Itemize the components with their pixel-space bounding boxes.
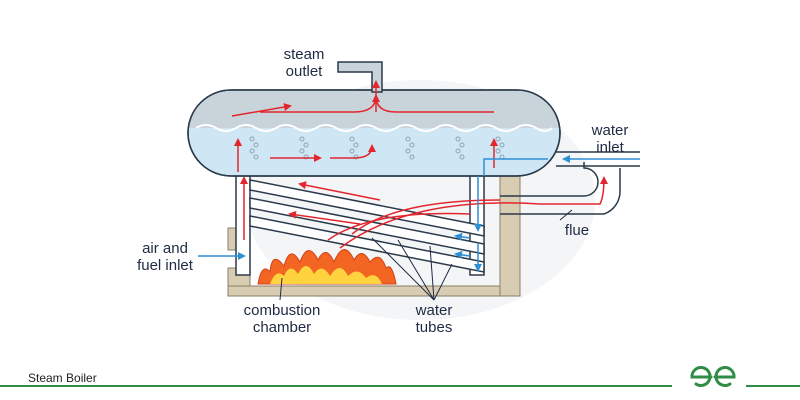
hot-flow-arrows	[231, 80, 608, 249]
flames	[257, 249, 397, 285]
footer-divider-right	[746, 385, 800, 387]
water-inlet-pipe	[556, 151, 640, 167]
water-tubes	[249, 179, 485, 273]
footer-title: Steam Boiler	[28, 371, 97, 385]
cold-flow-arrows	[198, 155, 640, 272]
footer-divider-left	[0, 385, 672, 387]
flue-duct	[500, 162, 621, 215]
leader-lines	[279, 209, 573, 301]
gfg-logo-icon	[690, 366, 736, 387]
label-flue: flue	[564, 222, 590, 239]
steam-outlet-pipe	[337, 61, 383, 93]
steam-bubbles	[249, 136, 505, 160]
